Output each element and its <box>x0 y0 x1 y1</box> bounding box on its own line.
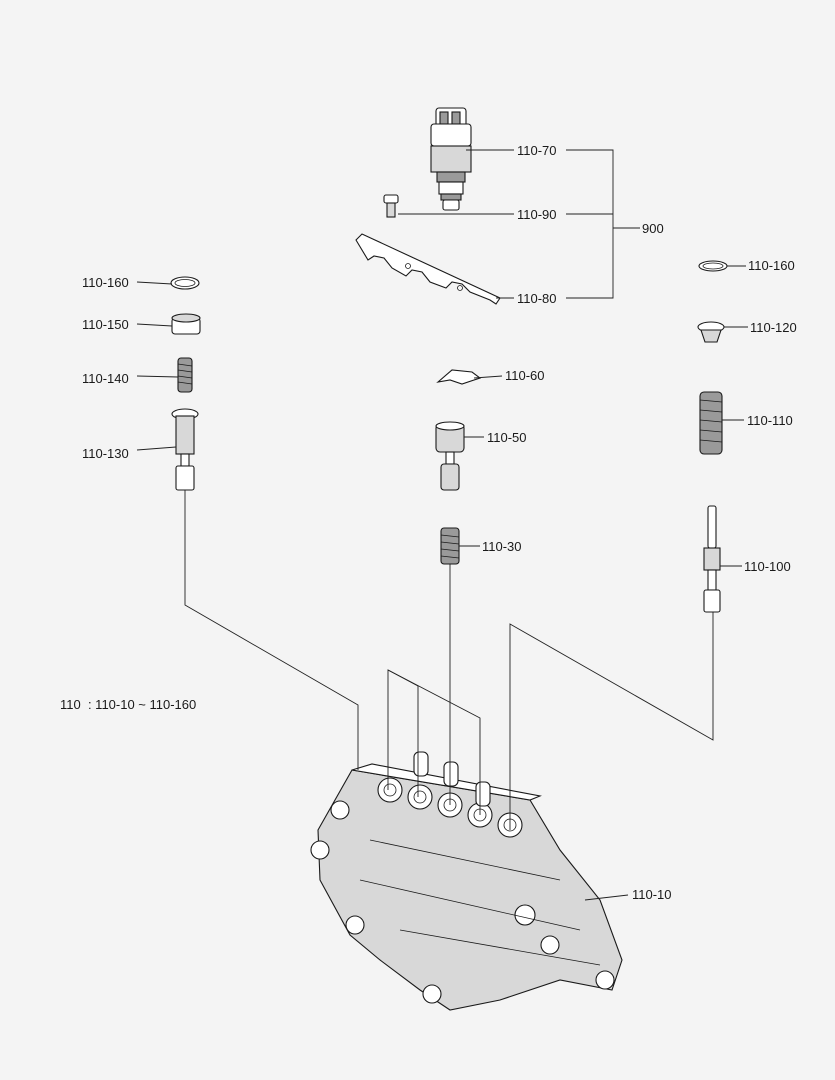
plug-110-120 <box>697 321 725 343</box>
label-110-130: 110-130 <box>82 446 129 461</box>
part-labels: 110-70 110-90 900 110-80 110-160 110-150… <box>60 143 797 902</box>
valve-110-50 <box>435 421 465 491</box>
assembly-legend: 110 : 110-10 ~ 110-160 <box>60 697 196 712</box>
label-110-70: 110-70 <box>517 143 557 158</box>
valve-spool-110-130 <box>171 408 199 491</box>
label-110-10: 110-10 <box>632 887 672 902</box>
label-110-110: 110-110 <box>747 413 793 428</box>
plug-110-150 <box>171 313 201 335</box>
retaining-plate-110-80 <box>355 233 501 305</box>
spring-110-140 <box>177 357 193 393</box>
label-110-160-right: 110-160 <box>748 258 795 273</box>
solenoid-valve-110-70 <box>430 107 472 211</box>
label-900: 900 <box>642 221 664 236</box>
label-110-60: 110-60 <box>505 368 545 383</box>
spring-110-30 <box>440 527 460 565</box>
label-110-120: 110-120 <box>750 320 797 335</box>
valve-spool-110-100 <box>703 505 721 613</box>
spring-110-110 <box>699 391 723 455</box>
label-110-90: 110-90 <box>517 207 557 222</box>
snap-ring-110-160-left <box>170 276 200 290</box>
label-110-30: 110-30 <box>482 539 522 554</box>
label-110-100: 110-100 <box>744 559 791 574</box>
screw-110-90 <box>383 194 399 218</box>
label-110-140: 110-140 <box>82 371 129 386</box>
label-110-80: 110-80 <box>517 291 557 306</box>
label-110-50: 110-50 <box>487 430 527 445</box>
label-110-160-left: 110-160 <box>82 275 129 290</box>
snap-ring-110-160-right <box>698 260 728 272</box>
leader-lines <box>136 149 748 901</box>
shim-110-60 <box>436 369 482 385</box>
label-110-150: 110-150 <box>82 317 129 332</box>
valve-body-110-10 <box>310 751 623 1011</box>
